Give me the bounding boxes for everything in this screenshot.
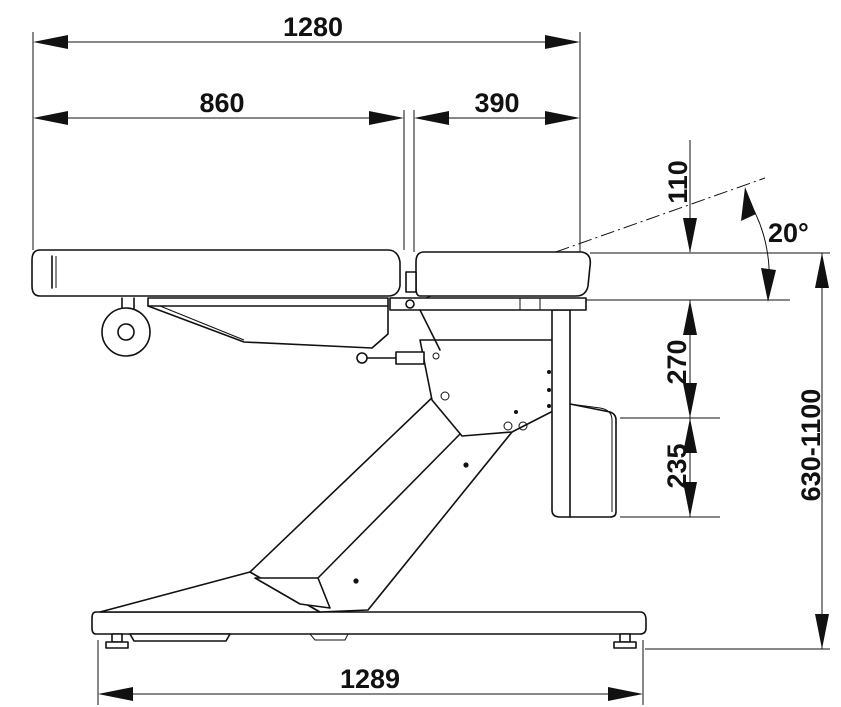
- dimension-1280: 1280: [33, 12, 580, 49]
- label-20-degrees: 20°: [768, 218, 809, 248]
- back-cushion: [405, 251, 592, 297]
- label-630-1100: 630-1100: [796, 389, 826, 502]
- dimension-270: 270: [662, 300, 697, 418]
- extension-lines: [32, 32, 830, 705]
- cabinet: [551, 309, 617, 518]
- dimension-110: 110: [663, 140, 697, 253]
- leg-frame: [147, 297, 425, 365]
- dimension-20-degrees: 20°: [741, 187, 809, 302]
- table-illustration: [31, 249, 647, 649]
- dimension-390: 390: [414, 88, 580, 125]
- dimension-630-1100: 630-1100: [796, 253, 829, 649]
- dimension-235: 235: [662, 418, 697, 517]
- lift-column: [249, 391, 513, 613]
- leg-cushion: [31, 249, 401, 297]
- label-270: 270: [662, 339, 692, 384]
- label-860: 860: [199, 88, 244, 118]
- side-rail: [389, 297, 587, 351]
- label-235: 235: [662, 443, 692, 488]
- dimension-860: 860: [33, 88, 404, 125]
- label-1289: 1289: [340, 664, 400, 694]
- label-110: 110: [663, 160, 693, 204]
- label-390: 390: [474, 88, 519, 118]
- caster-wheel: [101, 297, 151, 357]
- dimension-1289: 1289: [98, 664, 643, 701]
- label-1280: 1280: [283, 12, 343, 42]
